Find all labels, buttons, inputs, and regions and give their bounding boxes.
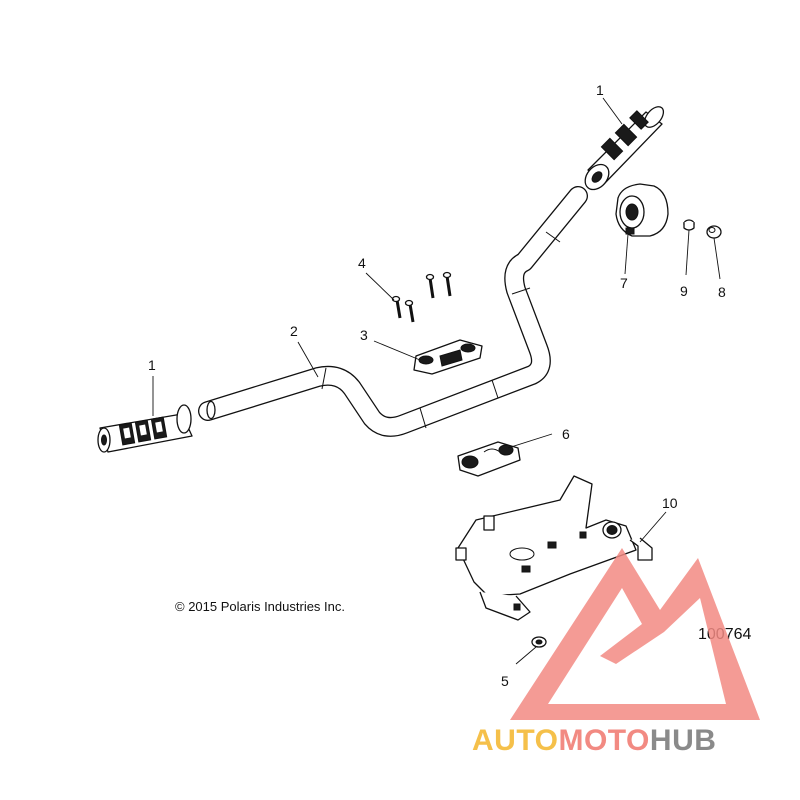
copyright-notice: © 2015 Polaris Industries Inc. xyxy=(175,599,345,614)
watermark-logo xyxy=(510,548,760,720)
callout-nut: 5 xyxy=(501,673,509,689)
bracket xyxy=(455,475,653,621)
plug-8 xyxy=(706,225,722,239)
callout-grip-left: 1 xyxy=(148,357,156,373)
watermark-triangle xyxy=(510,548,760,720)
plug-9 xyxy=(683,219,695,231)
grip-right xyxy=(584,106,665,191)
clamp-lower xyxy=(457,441,521,477)
callout-handlebar: 2 xyxy=(290,323,298,339)
callout-grip-right: 1 xyxy=(596,82,604,98)
handlebar xyxy=(198,186,588,437)
watermark-auto: AUTO xyxy=(472,724,558,757)
callout-clamp-lower: 6 xyxy=(562,426,570,442)
callout-clamp-upper: 3 xyxy=(360,327,368,343)
watermark-hub: HUB xyxy=(650,724,717,757)
nut xyxy=(531,636,547,648)
grip-left xyxy=(97,404,193,453)
leader-lines xyxy=(152,97,721,665)
watermark-moto: MOTO xyxy=(558,724,649,757)
callout-bolts: 4 xyxy=(358,255,366,271)
callout-plug-9: 9 xyxy=(680,283,688,299)
callout-throttle-housing: 7 xyxy=(620,275,628,291)
watermark-text: AUTOMOTOHUB xyxy=(472,724,716,757)
throttle-housing xyxy=(615,183,669,237)
callout-bracket: 10 xyxy=(662,495,678,511)
callout-plug-8: 8 xyxy=(718,284,726,300)
bolts xyxy=(391,271,452,323)
clamp-upper xyxy=(413,339,483,375)
